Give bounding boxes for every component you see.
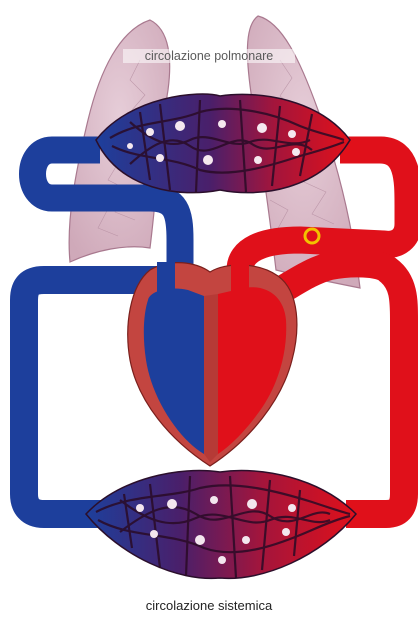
systemic-capillary-bed <box>86 471 356 579</box>
pulmonary-circulation-text: circolazione polmonare <box>123 49 296 63</box>
pulmonary-circulation-label: circolazione polmonare <box>0 49 418 63</box>
systemic-circulation-label: circolazione sistemica <box>0 598 418 613</box>
heart-septum <box>204 294 218 462</box>
heart-icon <box>128 262 297 466</box>
